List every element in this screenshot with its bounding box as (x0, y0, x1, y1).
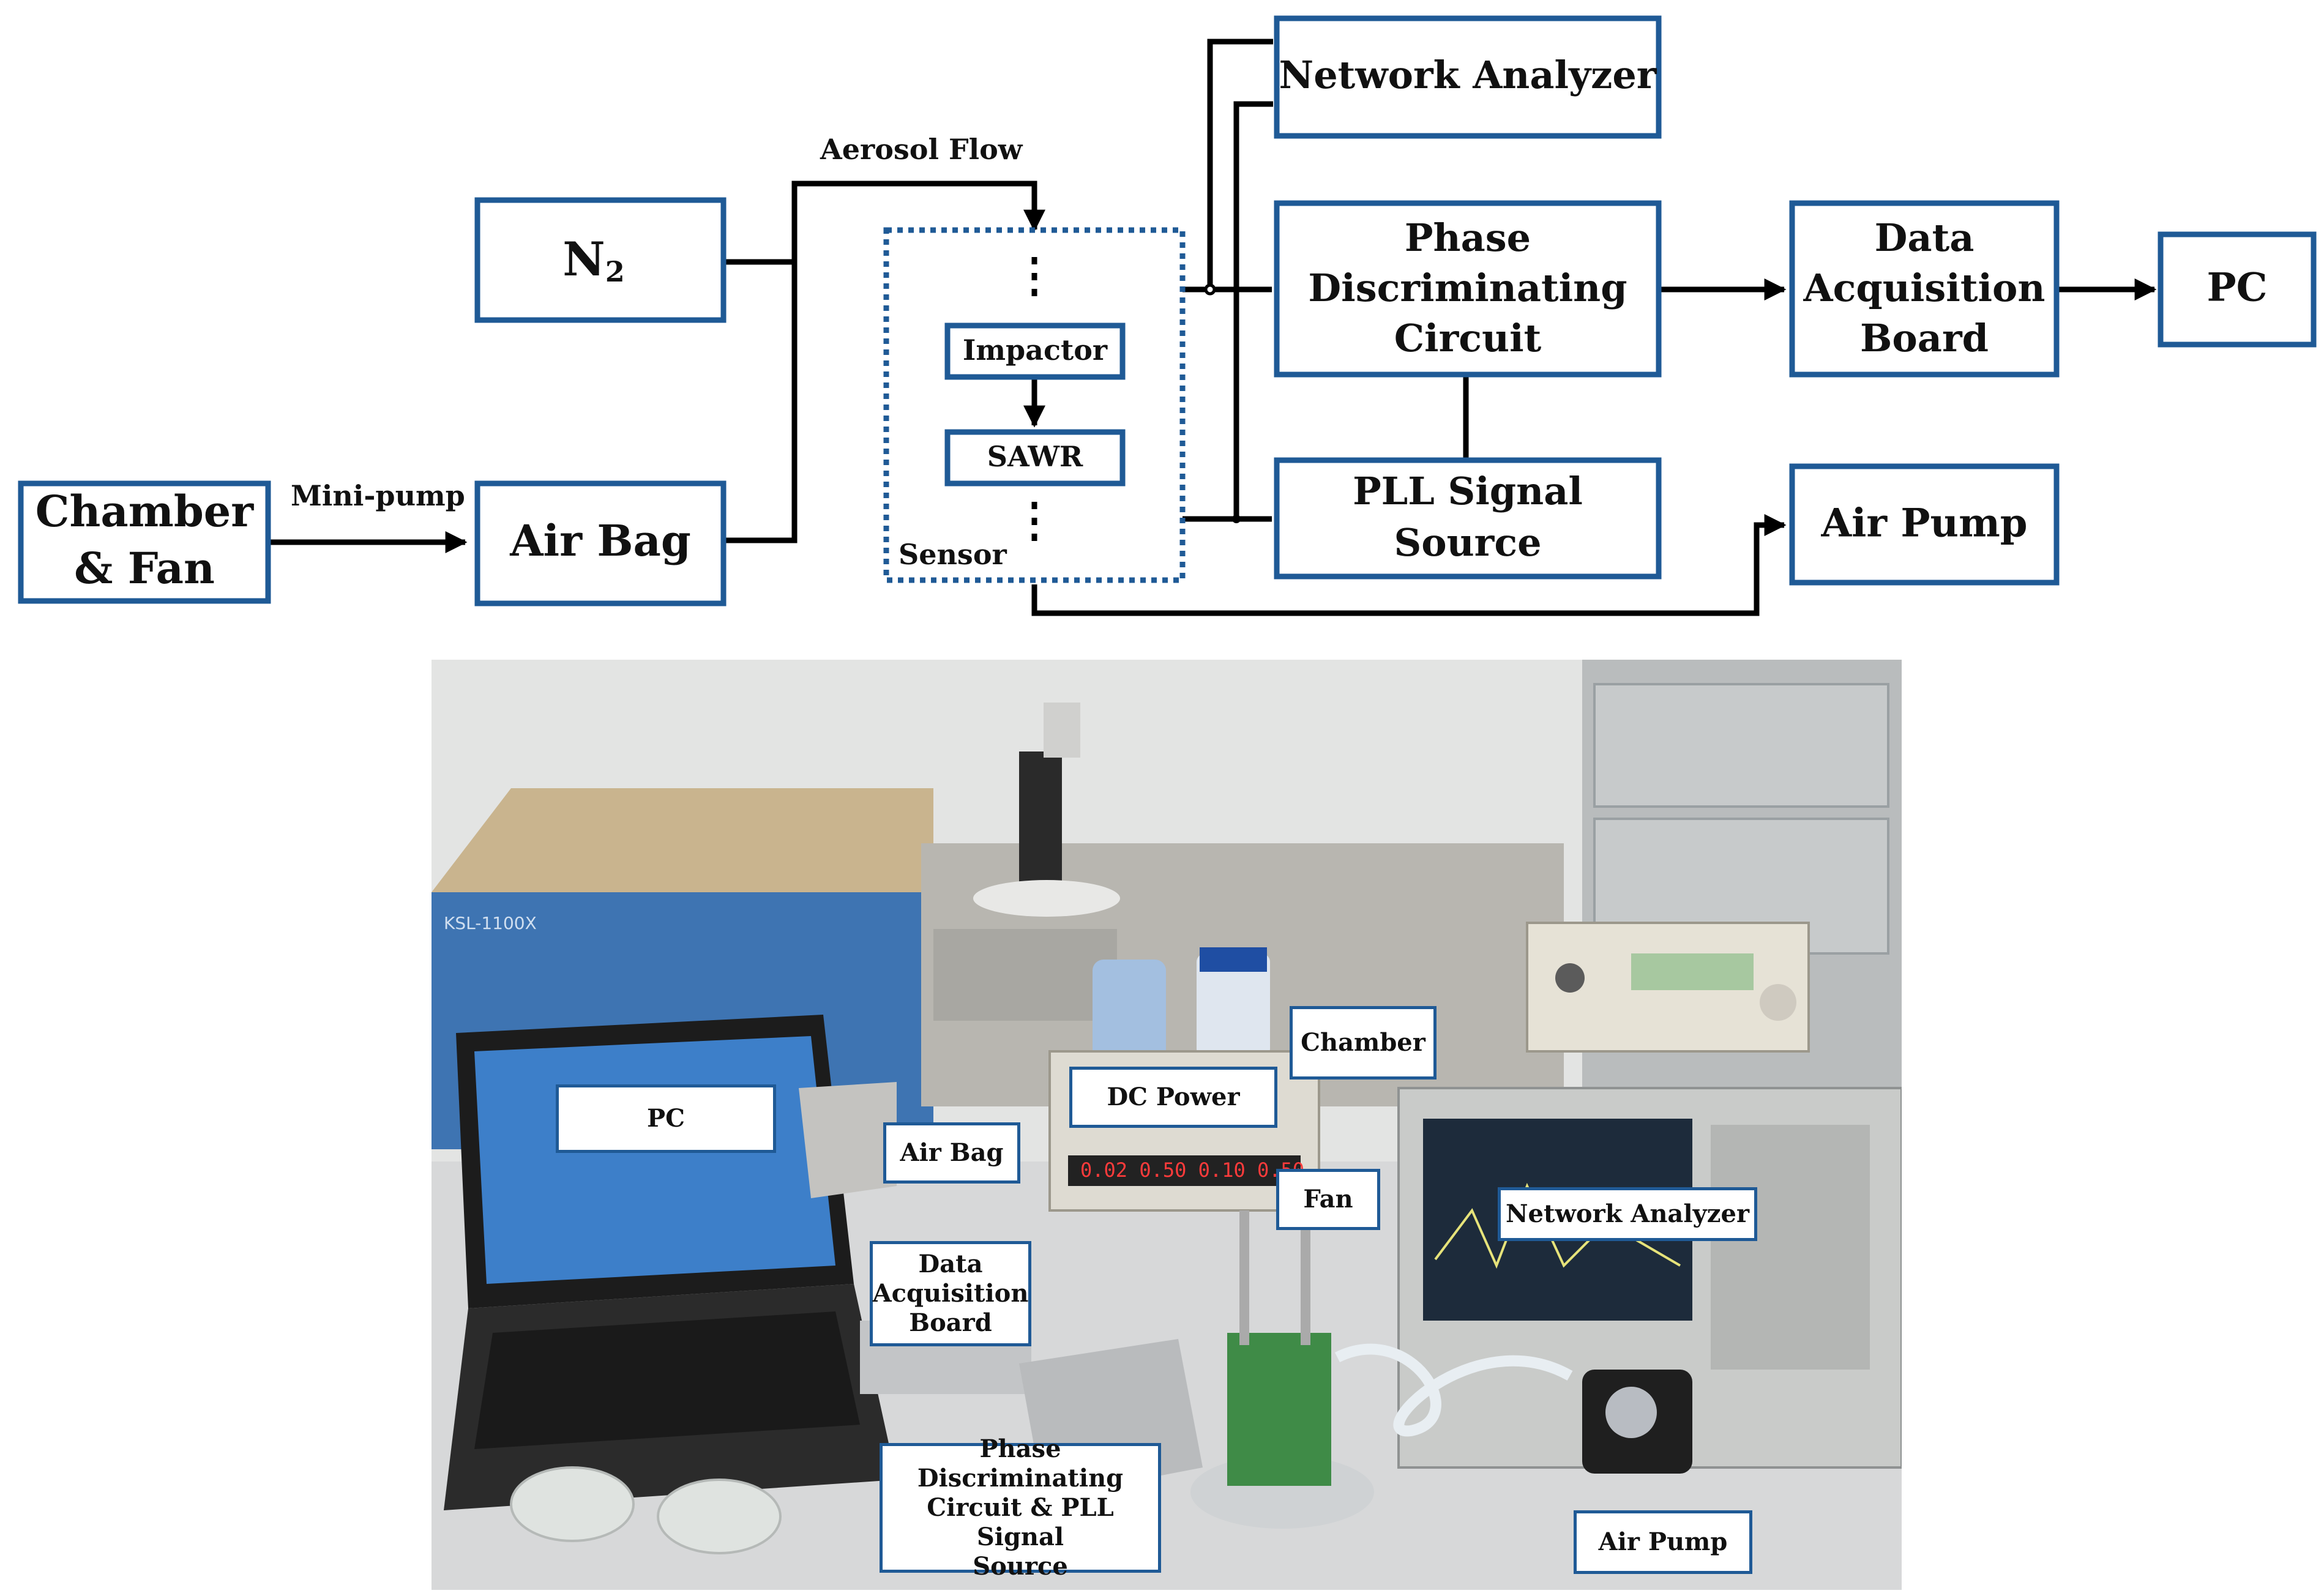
callout-phase-pll: Phase Discriminating Circuit & PLL Signa… (880, 1434, 1161, 1581)
pc-label: PC (2206, 265, 2267, 311)
callout-fan-text: Fan (1303, 1185, 1353, 1214)
air-pump-block: Air Pump (1789, 463, 2060, 586)
signal-generator (1526, 922, 1810, 1053)
petri-dish-2 (657, 1479, 782, 1554)
network-analyzer-device (1397, 1087, 1902, 1469)
phase-discriminating-circuit-block: Phase Discriminating Circuit (1274, 200, 1662, 378)
phase-label-line2: Discriminating (1308, 266, 1627, 310)
air-pump-label: Air Pump (1820, 501, 2027, 546)
callout-daq-line1: Data (918, 1250, 983, 1278)
pll-label-line2: Source (1394, 520, 1541, 565)
daq-label-line1: Data (1875, 215, 1975, 260)
callout-chamber-text: Chamber (1301, 1028, 1425, 1057)
callout-pc-text: PC (647, 1104, 685, 1133)
callout-pc: PC (556, 1084, 776, 1153)
dc-power-display: 0.02 0.50 0.10 0.50 (1080, 1158, 1304, 1182)
pll-label-line1: PLL Signal (1353, 469, 1583, 513)
network-analyzer-label: Network Analyzer (1279, 53, 1657, 97)
callout-air-pump-text: Air Pump (1598, 1527, 1728, 1556)
block-diagram: Chamber & Fan Mini-pump N2 Air Bag Aeros… (18, 15, 2317, 616)
air-bag-block: Air Bag (474, 480, 727, 606)
daq-label-line2: Acquisition (1803, 266, 2046, 310)
callout-network-analyzer-text: Network Analyzer (1505, 1199, 1750, 1228)
callout-chamber: Chamber (1290, 1006, 1437, 1080)
callout-data-acquisition-board: Data Acquisition Board (870, 1241, 1031, 1346)
air-pump-device (1582, 1370, 1692, 1474)
daq-label-line3: Board (1860, 316, 1989, 360)
aerosol-flow-label: Aerosol Flow (820, 133, 1023, 166)
phase-label-line1: Phase (1405, 215, 1531, 260)
white-bottle (1197, 953, 1270, 1057)
microscope (973, 703, 1120, 917)
furnace-model-label: KSL-1100X (444, 913, 537, 933)
callout-air-bag-text: Air Bag (900, 1138, 1004, 1167)
data-acquisition-board-block: Data Acquisition Board (1789, 200, 2060, 378)
impactor-label: Impactor (963, 334, 1108, 367)
callout-air-pump: Air Pump (1574, 1510, 1752, 1574)
callout-phase-line1: Phase Discriminating (917, 1434, 1124, 1493)
petri-dish-1 (510, 1466, 635, 1542)
n2-label: N (562, 232, 605, 286)
phase-label-line3: Circuit (1394, 316, 1542, 360)
lab-setup-photo: KSL-1100X (432, 660, 1902, 1590)
callout-daq-line3: Board (909, 1308, 992, 1337)
callout-network-analyzer: Network Analyzer (1498, 1187, 1757, 1241)
tubing (1334, 1343, 1573, 1437)
n2-block: N2 (474, 197, 727, 323)
sensor-label: Sensor (899, 538, 1007, 571)
connection-wires (269, 39, 2157, 616)
callout-daq-line2: Acquisition (872, 1279, 1029, 1308)
air-bag-device (799, 1082, 897, 1198)
chamber-fan-label-line1: Chamber (35, 486, 255, 537)
sawr-label: SAWR (987, 440, 1083, 473)
pll-signal-source-block: PLL Signal Source (1274, 457, 1662, 580)
sensor-stack (1190, 1210, 1374, 1529)
n2-subscript: 2 (605, 255, 625, 288)
svg-text:N2: N2 (562, 232, 624, 288)
callout-fan: Fan (1276, 1169, 1380, 1230)
chamber-fan-label-line2: & Fan (74, 543, 215, 594)
sensor-block: Impactor SAWR Sensor (883, 227, 1186, 583)
callout-dc-power-text: DC Power (1107, 1083, 1240, 1111)
callout-air-bag: Air Bag (883, 1122, 1020, 1184)
callout-phase-line3: Source (973, 1552, 1068, 1581)
network-analyzer-block: Network Analyzer (1274, 15, 1662, 139)
air-bag-label: Air Bag (509, 515, 691, 566)
pc-block: PC (2158, 231, 2317, 348)
callout-phase-line2: Circuit & PLL Signal (927, 1493, 1114, 1551)
mini-pump-label: Mini-pump (291, 479, 465, 512)
callout-dc-power: DC Power (1069, 1067, 1277, 1128)
blue-bottle (1093, 960, 1166, 1064)
chamber-fan-block: Chamber & Fan (18, 480, 271, 604)
